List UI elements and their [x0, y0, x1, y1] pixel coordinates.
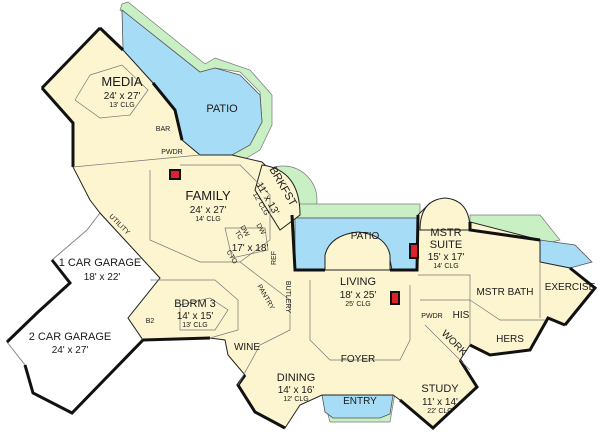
garage-wall — [5, 259, 73, 344]
landscape-center — [294, 203, 421, 219]
dining-size: 14' x 16' — [278, 385, 315, 396]
living-ceiling: 25' CLG — [345, 301, 370, 308]
kitchen-size: 17' x 18' — [232, 243, 269, 254]
garage-1-size: 18' x 22' — [84, 272, 121, 283]
fireplace-mstr-icon — [409, 243, 419, 259]
wine-label: WINE — [234, 342, 260, 353]
family-size: 24' x 27' — [190, 205, 227, 216]
media-ceiling: 13' CLG — [109, 102, 134, 109]
media-label: MEDIA — [101, 74, 143, 89]
bdrm3-size: 14' x 15' — [177, 311, 214, 322]
study-ceiling: 22' CLG — [427, 408, 452, 415]
media-ceiling-outline — [74, 64, 149, 119]
dining-label: DINING — [277, 372, 316, 384]
exercise-label: EXERCISE — [545, 282, 596, 293]
interior-wall — [309, 280, 411, 361]
dining-ceiling: 12' CLG — [283, 396, 308, 403]
kitchen-ref: REF — [271, 251, 278, 265]
media-size: 24' x 27' — [104, 91, 141, 102]
patio-center-label: PATIO — [351, 231, 380, 242]
foyer-label: FOYER — [341, 354, 375, 365]
interior-wall — [180, 164, 271, 263]
kitchen-tc: TC — [233, 229, 244, 241]
living-size: 18' x 25' — [340, 290, 377, 301]
family-label: FAMILY — [185, 188, 231, 203]
garage-2-label: 2 CAR GARAGE — [29, 331, 112, 343]
garage-2-size: 24' x 27' — [52, 345, 89, 356]
interior-wall — [149, 170, 291, 386]
study-label: STUDY — [421, 383, 459, 395]
entry-label: ENTRY — [343, 396, 377, 407]
b2-label: B2 — [146, 318, 155, 325]
wall — [40, 26, 102, 90]
mstr-suite-label-1: MSTR — [430, 227, 461, 239]
interior-wall — [150, 279, 239, 339]
hers-label: HERS — [496, 334, 524, 345]
interior-wall — [420, 299, 471, 345]
wall — [151, 82, 184, 141]
bar-label: BAR — [156, 126, 170, 133]
pwdr-north-label: PWDR — [161, 149, 182, 156]
his-label: HIS — [453, 310, 470, 321]
living-bay — [324, 231, 391, 271]
family-ceiling: 14' CLG — [195, 216, 220, 223]
fireplace-family-icon — [169, 169, 181, 180]
wall — [98, 26, 125, 52]
mstr-suite-label-2: SUITE — [430, 239, 462, 251]
wall — [468, 222, 541, 242]
wall — [563, 266, 598, 326]
mstr-bath-label: MSTR BATH — [476, 287, 533, 298]
kitchen-island — [224, 227, 269, 259]
wall — [469, 316, 566, 357]
mstr-suite-ceiling: 14' CLG — [433, 263, 458, 270]
mstr-suite-bay — [419, 197, 471, 231]
kitchen-butlery: BUTLERY — [284, 281, 291, 313]
wall — [399, 359, 479, 431]
garage-1-label: 1 CAR GARAGE — [59, 257, 142, 269]
bdrm3-label: BDRM 3 — [174, 298, 216, 310]
pwdr-south-label: PWDR — [421, 313, 442, 320]
fireplace-living-icon — [390, 291, 400, 305]
patio-north-label: PATIO — [206, 103, 238, 115]
wall — [142, 336, 211, 342]
wall — [290, 214, 325, 272]
interior-wall — [424, 324, 471, 371]
wall — [390, 214, 420, 272]
garage-wall — [23, 338, 145, 415]
wall — [236, 374, 286, 430]
bdrm3-ceiling-outline — [179, 297, 229, 331]
interior-wall — [72, 154, 201, 168]
wall — [40, 87, 75, 167]
bdrm3-ceiling: 13' CLG — [182, 322, 207, 329]
brkfst-bay — [254, 164, 301, 231]
study-size: 11' x 14' — [422, 397, 458, 408]
mstr-suite-size: 15' x 17' — [428, 252, 465, 263]
living-label: LIVING — [340, 276, 376, 288]
